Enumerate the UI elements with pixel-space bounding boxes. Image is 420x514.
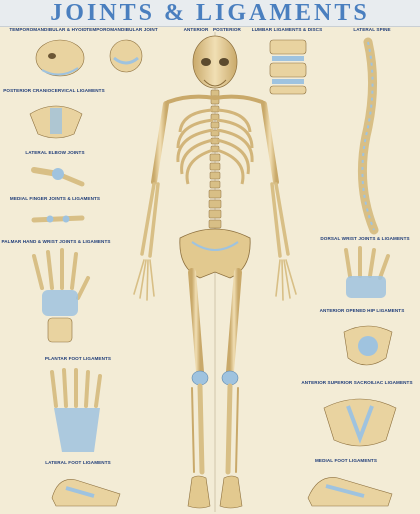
label-palmar-hand: PALMAR HAND & WRIST JOINTS & LIGAMENTS (1, 239, 111, 244)
lumbar-illustration (269, 39, 307, 95)
label-lateral-spine: LATERAL SPINE (353, 27, 391, 32)
label-tmj: TEMPOROMANDIBULAR JOINT (86, 27, 158, 32)
label-lumbar: LUMBAR LIGAMENTS & DISCS (251, 27, 323, 32)
cranio-illustration (29, 105, 83, 139)
label-posterior-cranio: POSTERIOR CRANIOCERVICAL LIGAMENTS (3, 88, 105, 93)
label-medial-foot: MEDIAL FOOT LIGAMENTS (315, 458, 377, 463)
label-anterior-hip: ANTERIOR OPENED HIP LIGAMENTS (319, 308, 405, 313)
label-medial-finger: MEDIAL FINGER JOINTS & LIGAMENTS (9, 196, 101, 201)
hip-illustration (343, 325, 393, 366)
skeleton-illustration (133, 32, 297, 512)
lateral-spine-illustration (357, 37, 379, 235)
poster-title: JOINTS & LIGAMENTS (50, 0, 370, 26)
finger-illustration (31, 215, 85, 223)
elbow-illustration (31, 167, 85, 187)
label-tmj-hyoid: TEMPOROMANDIBULAR & HYOID (9, 27, 87, 32)
palmar-hand-illustration (32, 248, 90, 343)
dorsal-wrist-illustration (344, 246, 390, 298)
label-posterior: POSTERIOR (213, 27, 241, 32)
label-lateral-foot: LATERAL FOOT LIGAMENTS (45, 460, 111, 465)
tmj-hyoid-illustration (35, 39, 85, 77)
poster-body: TEMPOROMANDIBULAR & HYOID TEMPOROMANDIBU… (0, 26, 420, 514)
label-sacroiliac: ANTERIOR SUPERIOR SACROILIAC LIGAMENTS (301, 380, 413, 385)
medial-foot-illustration (307, 477, 393, 507)
label-lateral-elbow: LATERAL ELBOW JOINTS (25, 150, 85, 155)
sacroiliac-illustration (323, 398, 397, 447)
label-plantar-foot: PLANTAR FOOT LIGAMENTS (44, 356, 112, 361)
label-dorsal-wrist: DORSAL WRIST JOINTS & LIGAMENTS (320, 236, 410, 241)
lateral-foot-illustration (51, 479, 121, 507)
title-bar: JOINTS & LIGAMENTS (0, 0, 420, 27)
plantar-foot-illustration (50, 368, 102, 452)
tmj-illustration (109, 39, 143, 73)
label-anterior: ANTERIOR (183, 27, 209, 32)
